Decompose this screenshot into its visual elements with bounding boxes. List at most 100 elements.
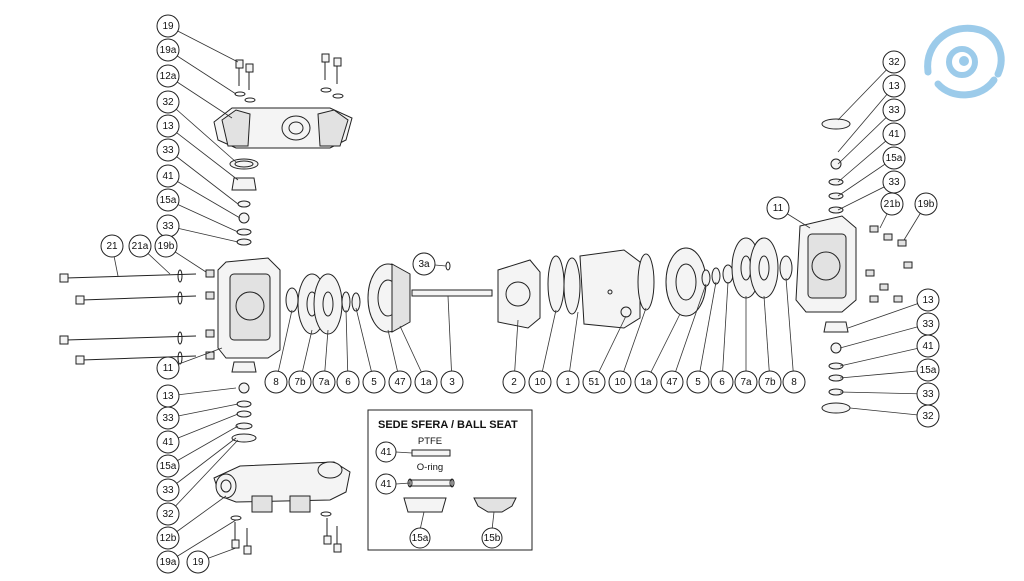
callout-bubble: 7a [312, 370, 336, 394]
right-bottom-stack [821, 342, 851, 414]
inset-oring-callout: 41 [375, 473, 397, 495]
callout-label: 13 [162, 121, 174, 132]
callout-bubble: 1 [556, 370, 580, 394]
callout-bubble: 41 [156, 164, 180, 188]
callout-bubble: 15a [156, 454, 180, 478]
left-top-stack [229, 158, 259, 246]
callout-bubble: 8 [782, 370, 806, 394]
callout-bubble: 32 [916, 404, 940, 428]
callout-label: 21 [106, 241, 118, 252]
leader-line [275, 309, 293, 383]
callout-label: 32 [162, 97, 174, 108]
callout-bubble: 41 [156, 430, 180, 454]
callout-label: 51 [588, 377, 600, 388]
callout-label: 3 [449, 377, 455, 388]
callout-bubble: 21b [880, 192, 904, 216]
callout-bubble: 19a [156, 550, 180, 574]
callout-bubble: 6 [710, 370, 734, 394]
leader-line [839, 345, 929, 367]
callout-bubble: 10 [528, 370, 552, 394]
callout-label: 19a [160, 557, 177, 568]
callout-label: 7b [294, 377, 306, 388]
callout-bubble: 15a [882, 146, 906, 170]
callout-bubble: 33 [156, 478, 180, 502]
leader-line [721, 281, 729, 383]
callout-label: 13 [888, 81, 900, 92]
callout-label: 10 [534, 377, 546, 388]
callout-bubble: 32 [882, 50, 906, 74]
callout-label: 5 [371, 377, 377, 388]
callout-bubble: 47 [388, 370, 412, 394]
callout-bubble: 15a [916, 358, 940, 382]
callout-label: 11 [163, 363, 174, 374]
callout-label: 47 [394, 377, 406, 388]
leader-line [763, 295, 771, 383]
callout-label: 32 [922, 411, 934, 422]
callout-label: 15a [886, 153, 903, 164]
callout-bubble: 6 [336, 370, 360, 394]
callout-label: 41 [380, 479, 392, 490]
leader-line [167, 199, 239, 233]
callout-label: 32 [162, 509, 174, 520]
leader-line [167, 495, 227, 539]
leader-line [697, 281, 717, 383]
callout-bubble: 11 [156, 356, 180, 380]
callout-bubble: 51 [582, 370, 606, 394]
callout-label: 10 [614, 377, 626, 388]
leader-line [593, 315, 627, 383]
leader-line [619, 307, 647, 383]
callout-label: 12a [160, 71, 177, 82]
callout-label: 1 [565, 377, 571, 388]
callout-bubble: 3a [412, 252, 436, 276]
callout-label: 15a [160, 195, 177, 206]
callout-label: 21a [132, 241, 149, 252]
callout-label: 3a [418, 259, 430, 270]
leader-line [849, 407, 929, 417]
right-top-stack [821, 118, 851, 214]
inset-ptfe-callout: 41 [375, 441, 397, 463]
callout-bubble: 19b [154, 234, 178, 258]
leader-lines [111, 25, 929, 563]
leader-line [447, 295, 453, 383]
callout-bubble: 2 [502, 370, 526, 394]
leader-line [167, 49, 237, 95]
left-body-11 [59, 257, 281, 365]
callout-bubble: 19b [914, 192, 938, 216]
leader-line [167, 225, 239, 243]
callout-label: 19a [160, 45, 177, 56]
callout-label: 7b [764, 377, 776, 388]
callout-bubble: 32 [156, 90, 180, 114]
bottom-manifold-12b [213, 461, 351, 555]
leader-line [837, 109, 895, 165]
callout-label: 13 [162, 391, 174, 402]
callout-label: 21b [884, 199, 901, 210]
callout-bubble: 33 [156, 138, 180, 162]
leader-line [345, 309, 349, 383]
callout-label: 19b [158, 241, 175, 252]
leader-line [839, 369, 929, 379]
right-body-11 [795, 215, 913, 333]
callout-bubble: 1a [634, 370, 658, 394]
callout-label: 15a [920, 365, 937, 376]
callout-bubble: 7b [288, 370, 312, 394]
callout-label: 7a [740, 377, 752, 388]
callout-bubble: 33 [916, 382, 940, 406]
callout-label: 11 [773, 203, 784, 214]
callout-bubble: 10 [608, 370, 632, 394]
callout-label: 41 [162, 437, 174, 448]
callout-label: 15b [484, 533, 501, 544]
leader-line [167, 25, 239, 63]
leader-line [167, 425, 239, 467]
oring-label: O-ring [417, 462, 443, 473]
leader-line [567, 311, 579, 383]
callout-label: 12b [160, 533, 177, 544]
callout-label: 33 [888, 177, 900, 188]
left-bottom-stack [231, 361, 257, 443]
callout-label: 19 [162, 21, 174, 32]
swirl-logo [924, 24, 1005, 99]
callout-bubble: 8 [264, 370, 288, 394]
ptfe-label: PTFE [418, 436, 442, 447]
callout-bubble: 41 [882, 122, 906, 146]
leader-line [839, 323, 929, 349]
